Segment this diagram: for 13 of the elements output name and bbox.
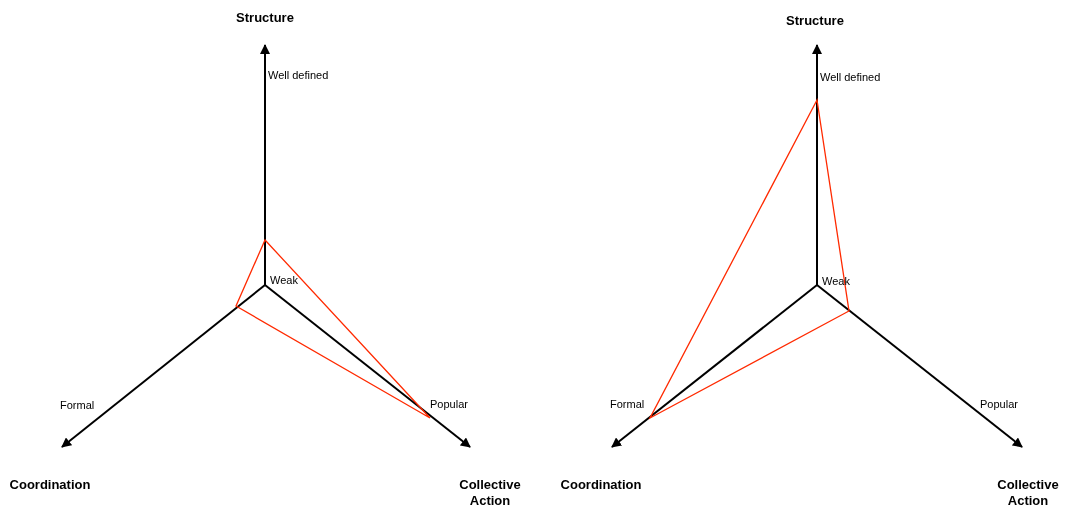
scale-label: Popular — [430, 398, 468, 412]
scale-label: Formal — [60, 399, 95, 413]
scale-label: Popular — [980, 398, 1018, 412]
axis-title: Coordination — [8, 477, 92, 493]
scale-label: Well defined — [268, 69, 329, 83]
scale-label: Well defined — [820, 71, 881, 85]
axis-title: Coordination — [559, 477, 643, 493]
axis-title: Structure — [785, 13, 845, 29]
axis-title: Collective Action — [996, 477, 1060, 509]
axis-title: Collective Action — [458, 477, 522, 509]
axis-title: Structure — [235, 10, 295, 26]
scale-label: Formal — [610, 398, 645, 412]
scale-label: Weak — [270, 274, 298, 288]
